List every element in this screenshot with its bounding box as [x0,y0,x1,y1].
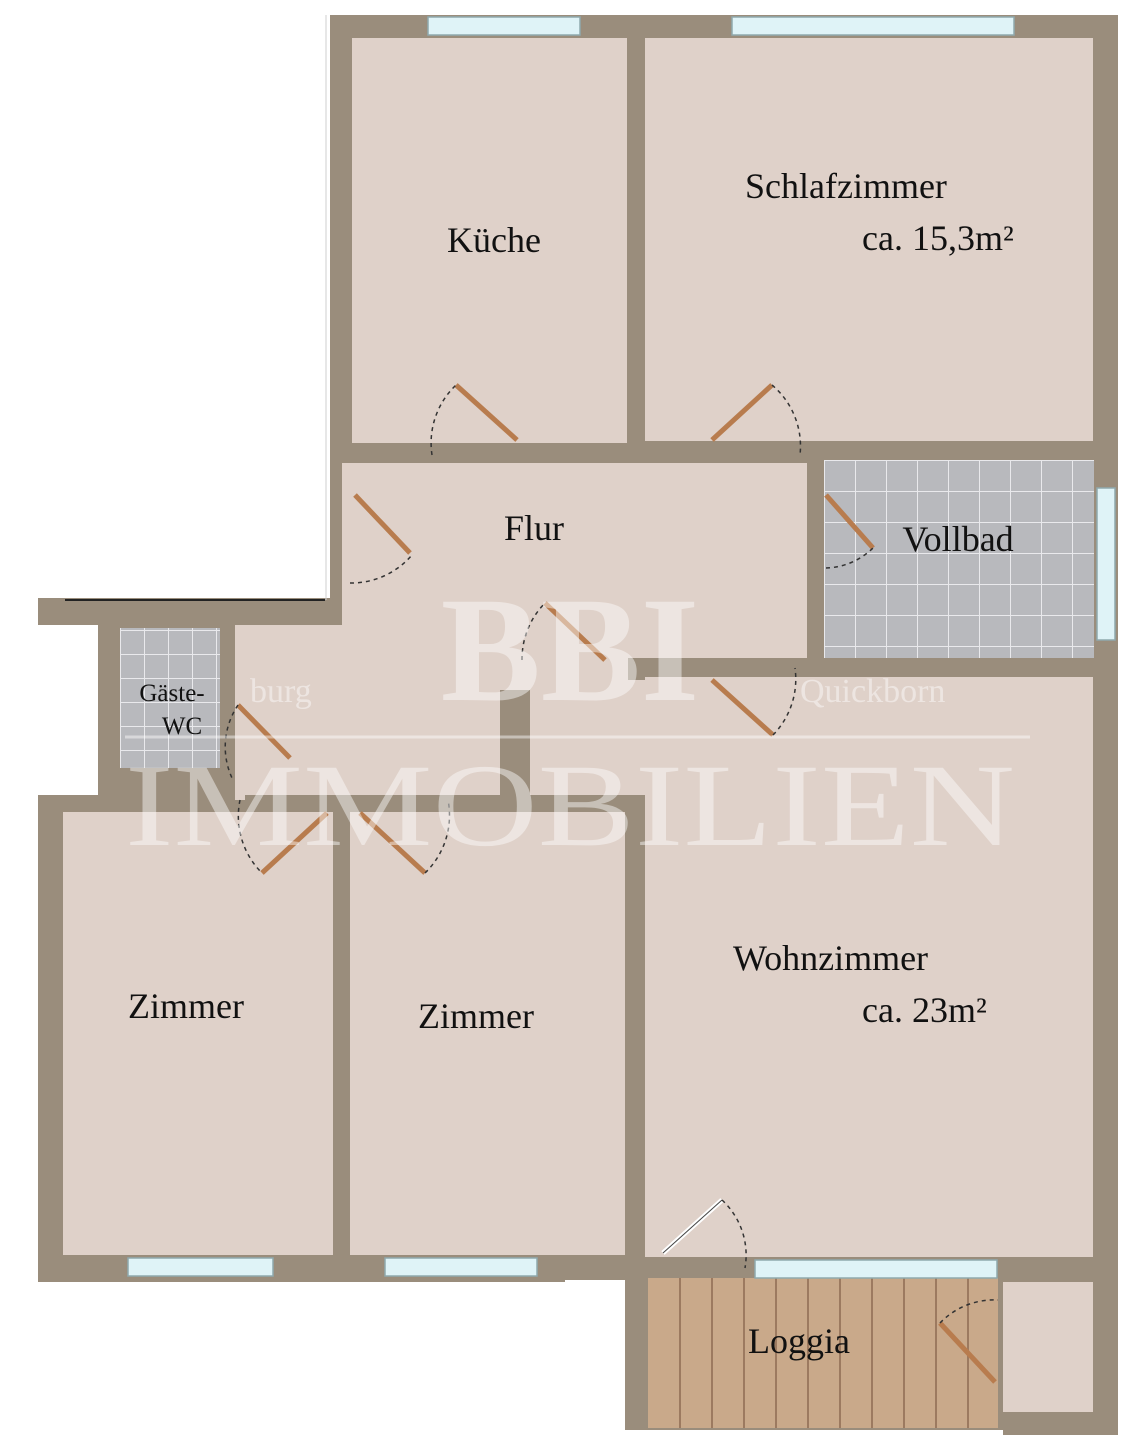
watermark-logo: BBI [441,567,699,733]
watermark-right-city: Quickborn [800,673,945,710]
watermark: BBI burg Quickborn IMMOBILIEN [125,567,1030,871]
window-zimmer-left [127,1257,274,1277]
door-vollbad [824,493,875,569]
floors [63,38,1094,1428]
floor-kueche [352,38,627,443]
label-zimmer-left: Zimmer [128,986,244,1026]
window-wohnzimmer [754,1259,998,1279]
door-zimmer-left [237,799,329,875]
door-wohnzimmer [710,667,797,737]
floor-zimmer-left [63,812,333,1255]
door-entrance [349,493,413,584]
floor-loggia [648,1278,998,1428]
label-schlafzimmer: Schlafzimmer [745,166,947,206]
door-flur-inner [521,601,607,662]
label-loggia: Loggia [748,1321,850,1361]
doors [224,383,999,1384]
windows [127,16,1116,1279]
door-zimmer-mid [358,799,451,875]
door-gaeste-wc [224,703,292,779]
door-storage [938,1299,999,1384]
room-labels: Küche Schlafzimmer ca. 15,3m² Flur Vollb… [128,166,1014,1361]
label-vollbad: Vollbad [902,519,1013,559]
floor-wohnzimmer [645,677,1093,1257]
door-schlafzimmer [710,383,802,456]
label-gaeste-wc-line1: Gäste- [139,680,204,707]
floor-gaeste-wc [120,628,220,768]
label-zimmer-mid: Zimmer [418,996,534,1036]
window-kueche [427,16,581,36]
window-vollbad [1096,487,1116,641]
floor-flur [235,463,807,800]
label-gaeste-wc-line2: WC [162,713,202,740]
label-kueche: Küche [447,220,541,260]
watermark-left-city: burg [250,673,312,710]
door-kueche [430,383,519,456]
watermark-company: IMMOBILIEN [125,740,1015,871]
window-schlafzimmer [731,16,1015,36]
floor-storage [1003,1282,1093,1412]
label-flur: Flur [504,508,564,548]
window-zimmer-mid [384,1257,538,1277]
label-wohnzimmer: Wohnzimmer [733,938,928,978]
floor-vollbad [824,460,1094,658]
floor-schlafzimmer [645,38,1093,441]
floor-zimmer-mid [350,812,625,1255]
label-schlafzimmer-area: ca. 15,3m² [862,218,1014,258]
door-loggia [661,1198,747,1269]
label-wohnzimmer-area: ca. 23m² [862,990,987,1030]
